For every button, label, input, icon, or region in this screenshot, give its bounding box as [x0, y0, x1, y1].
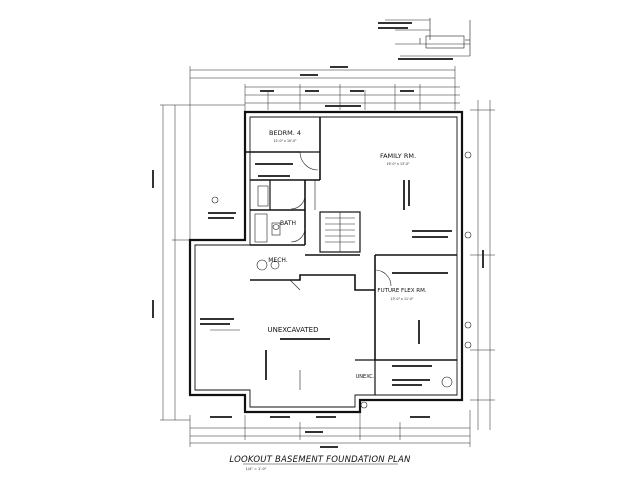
- top-right-detail: [385, 18, 471, 57]
- unexcavated-label: UNEXCAVATED: [268, 326, 319, 334]
- foundation-walls: [188, 110, 464, 414]
- bedroom-dims: 12'-0" x 10'-0": [273, 139, 297, 143]
- fixtures: [210, 151, 472, 409]
- family-room-dims: 19'-0" x 13'-0": [386, 162, 410, 166]
- annotations-small: [152, 22, 484, 448]
- side-dimension-lines: [160, 100, 495, 430]
- unexc-small-label: UNEXC.: [356, 374, 375, 380]
- family-room-label: FAMILY RM.: [380, 152, 416, 160]
- interior-walls: [245, 117, 457, 395]
- flex-room-label: FUTURE FLEX RM.: [377, 288, 426, 294]
- plan-scale: 1/4" = 1'-0": [246, 467, 267, 471]
- bottom-dimension-lines: [189, 400, 471, 447]
- plan-title: LOOKOUT BASEMENT FOUNDATION PLAN: [229, 455, 411, 465]
- mech-label: MECH.: [268, 257, 288, 264]
- bedroom-label: BEDRM. 4: [269, 129, 301, 137]
- bath-label: BATH: [280, 220, 296, 227]
- top-dimension-lines: [189, 66, 460, 245]
- plan-title-block: LOOKOUT BASEMENT FOUNDATION PLAN 1/4" = …: [229, 455, 411, 471]
- flex-room-dims: 13'-0" x 11'-0": [390, 297, 414, 301]
- room-labels: BEDRM. 4 12'-0" x 10'-0" FAMILY RM. 19'-…: [268, 129, 427, 380]
